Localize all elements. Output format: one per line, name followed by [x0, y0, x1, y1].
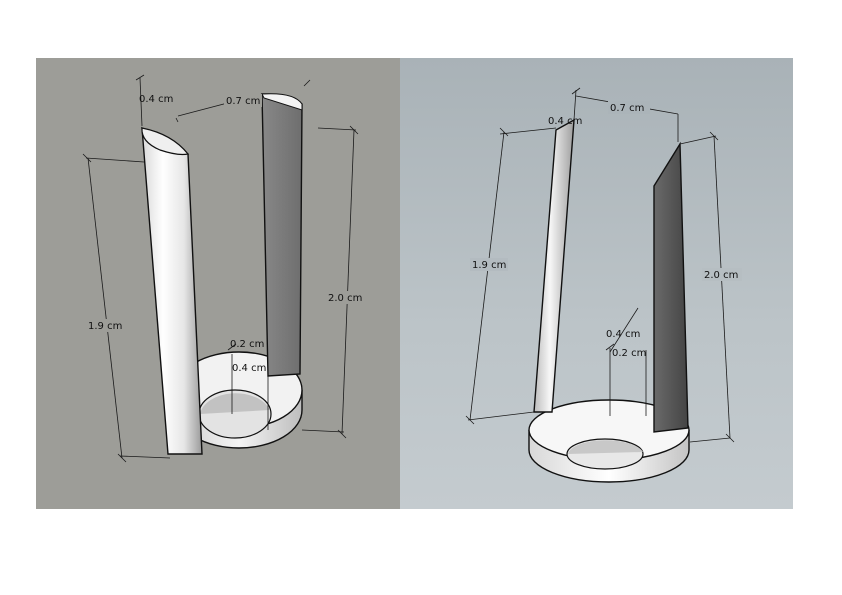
right-dimension-left-height: 1.9 cm [465, 127, 557, 425]
right-right-plate [653, 141, 689, 433]
left-hole-small-label: 0.2 cm [230, 339, 264, 350]
left-dimension-gap: 0.7 cm [175, 79, 311, 123]
right-gap-label: 0.7 cm [610, 103, 644, 114]
right-dimension-hole: 0.4 cm 0.2 cm [605, 307, 647, 416]
left-dimension-left-height: 1.9 cm [82, 153, 171, 463]
right-thickness-label: 0.4 cm [548, 116, 582, 127]
left-right-plate [261, 93, 303, 377]
right-cylinder [533, 118, 575, 413]
left-thickness-label: 0.4 cm [139, 94, 173, 105]
right-dimension-thickness: 0.4 cm [548, 87, 582, 127]
left-model-drawing: 0.4 cm 0.7 cm 1.9 cm 2.0 cm [82, 74, 368, 463]
right-dimension-gap: 0.7 cm [575, 95, 679, 142]
right-dimension-right-height: 2.0 cm [679, 131, 742, 443]
left-hole-large-label: 0.4 cm [232, 363, 266, 374]
left-height-label-right: 2.0 cm [328, 293, 362, 304]
left-gap-label: 0.7 cm [226, 96, 260, 107]
left-base-ring [175, 351, 303, 449]
right-hole-small-label: 0.2 cm [612, 348, 646, 359]
left-model-panel: 0.4 cm 0.7 cm 1.9 cm 2.0 cm [36, 58, 400, 509]
left-dimension-right-height: 2.0 cm [301, 125, 368, 439]
right-model-drawing: 0.4 cm 0.7 cm 1.9 cm 2.0 cm [465, 87, 742, 483]
left-dimension-hole: 0.2 cm 0.4 cm [227, 339, 269, 430]
left-dimension-thickness: 0.4 cm [135, 74, 173, 127]
right-base-ring [528, 399, 690, 483]
right-model-panel: 0.4 cm 0.7 cm 1.9 cm 2.0 cm [400, 58, 793, 509]
left-cylinder [141, 126, 203, 455]
left-height-label-left: 1.9 cm [88, 321, 122, 332]
right-hole-large-label: 0.4 cm [606, 329, 640, 340]
right-height-label-left: 1.9 cm [472, 260, 506, 271]
right-height-label-right: 2.0 cm [704, 270, 738, 281]
